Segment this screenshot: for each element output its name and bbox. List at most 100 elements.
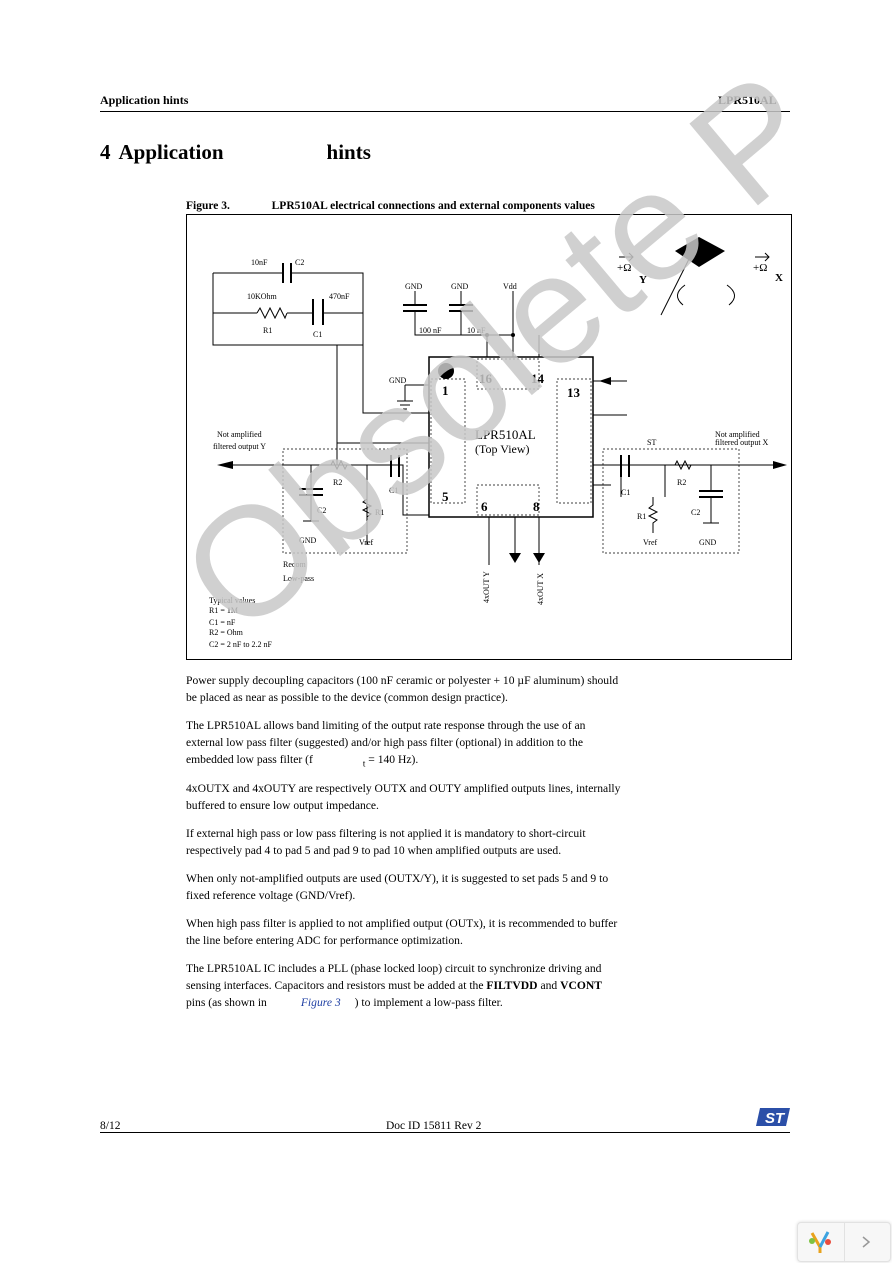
label-c2-name: C2	[295, 258, 304, 267]
out-x-2: filtered output X	[715, 438, 769, 447]
label-4xout-x: 4xOUT X	[536, 573, 545, 605]
label-vdd: Vdd	[503, 282, 517, 291]
p6-line1: When high pass filter is applied to not …	[186, 917, 618, 930]
rotation-arrows-icon	[619, 252, 770, 316]
pin-8: 8	[533, 499, 540, 514]
label-lowpass: Low-pass	[283, 574, 314, 583]
label-c1-left: C1	[389, 486, 398, 495]
paragraph-4xout: 4xOUTX and 4xOUTY are respectively OUTX …	[186, 780, 646, 814]
label-r1-name: R1	[263, 326, 272, 335]
p7-vcont: VCONT	[560, 979, 602, 992]
figure-box: 10nF C2 10KOhm 470nF R1 C1 GND GND Vdd 1…	[186, 214, 792, 660]
label-c2-left: C2	[317, 506, 326, 515]
label-typ4: R2 = Ohm	[209, 628, 244, 637]
p1-line1: Power supply decoupling capacitors (100 …	[186, 674, 619, 687]
p2-line2: external low pass filter (suggested) and…	[186, 736, 583, 749]
figure-caption: Figure 3. LPR510AL electrical connection…	[186, 200, 595, 212]
p7-and: and	[540, 979, 558, 992]
out-x-1: Not amplified	[715, 430, 760, 439]
label-c1-name: C1	[313, 330, 322, 339]
label-vref-left: Vref	[359, 538, 374, 547]
pin-14: 14	[531, 371, 545, 386]
figure-caption-text: LPR510AL electrical connections and exte…	[271, 200, 595, 212]
p3-line1: 4xOUTX and 4xOUTY are respectively OUTX …	[186, 782, 621, 795]
label-plus-omega-x: +Ω	[753, 262, 767, 274]
viewer-nav	[797, 1222, 891, 1262]
label-gnd-left: GND	[299, 536, 317, 545]
label-typ1: Typical values	[209, 596, 255, 605]
paragraph-filtering: If external high pass or low pass filter…	[186, 825, 646, 859]
p6-line2: the line before entering ADC for perform…	[186, 934, 463, 947]
label-vref-right: Vref	[643, 538, 658, 547]
app-logo-icon[interactable]	[806, 1229, 834, 1255]
header-rule	[100, 111, 790, 112]
p7-filtvdd: FILTVDD	[486, 979, 538, 992]
section-word2: hints	[326, 140, 371, 164]
label-r2-left: R2	[333, 478, 342, 487]
p4-line2: respectively pad 4 to pad 5 and pad 9 to…	[186, 844, 562, 857]
label-gnd-right: GND	[699, 538, 717, 547]
schematic-diagram: 10nF C2 10KOhm 470nF R1 C1 GND GND Vdd 1…	[209, 237, 787, 649]
paragraph-decoupling: Power supply decoupling capacitors (100 …	[186, 672, 646, 706]
p7-line3-pre: pins (as shown in	[186, 996, 267, 1009]
p2-line3-text: embedded low pass filter (f	[186, 753, 313, 766]
chip-name: LPR510AL	[475, 427, 536, 442]
label-typ3: C1 = nF	[209, 618, 236, 627]
p7-line1: The LPR510AL IC includes a PLL (phase lo…	[186, 962, 602, 975]
paragraph-band-limiting: The LPR510AL allows band limiting of the…	[186, 717, 646, 772]
p1-line2: be placed as near as possible to the dev…	[186, 691, 508, 704]
p2-line1: The LPR510AL allows band limiting of the…	[186, 719, 586, 732]
label-typ5: C2 = 2 nF to 2.2 nF	[209, 640, 273, 649]
label-cap-100: 100 nF	[419, 326, 442, 335]
label-r2-right: R2	[677, 478, 686, 487]
label-c2-right: C2	[691, 508, 700, 517]
header-left: Application hints	[100, 93, 189, 107]
pin-6: 6	[481, 499, 488, 514]
p3-line2: buffered to ensure low output impedance.	[186, 799, 379, 812]
section-title: 4 Application hints	[100, 140, 371, 165]
label-axis-y: Y	[639, 274, 647, 286]
footer-rule	[100, 1132, 790, 1133]
footer-doc: Doc ID 15811 Rev 2	[386, 1120, 482, 1132]
label-gnd-1: GND	[405, 282, 423, 291]
out-y-2: filtered output Y	[213, 442, 266, 451]
pin-16: 16	[479, 371, 493, 386]
label-cap-10: 10 nF	[467, 326, 486, 335]
header-right: LPR510AL	[718, 93, 777, 107]
figure-label: Figure 3.	[186, 200, 230, 212]
label-r1-right: R1	[637, 512, 646, 521]
label-c1-right: C1	[621, 488, 630, 497]
footer-page: 8/12	[100, 1120, 121, 1132]
label-c1-top: 470nF	[329, 292, 350, 301]
st-logo-text: ST	[765, 1110, 786, 1127]
st-logo: ST	[756, 1104, 792, 1135]
section-word1: Application	[118, 140, 224, 164]
pin-13: 13	[567, 385, 581, 400]
paragraph-pll: The LPR510AL IC includes a PLL (phase lo…	[186, 960, 646, 1011]
pin-1: 1	[442, 383, 449, 398]
label-4xout-y: 4xOUT Y	[482, 571, 491, 603]
figure-3-link[interactable]: Figure 3	[300, 996, 341, 1009]
p2-subscript: t	[362, 758, 366, 769]
chip-view: (Top View)	[475, 442, 530, 456]
label-typ2: R1 = 1M	[209, 606, 238, 615]
p7-line3-post: ) to implement a low-pass filter.	[354, 996, 503, 1009]
p5-line1: When only not-amplified outputs are used…	[186, 872, 609, 885]
paragraph-high-pass: When high pass filter is applied to not …	[186, 915, 646, 949]
label-st: ST	[647, 438, 656, 447]
p7-line2: sensing interfaces. Capacitors and resis…	[186, 977, 646, 994]
paragraph-not-amplified: When only not-amplified outputs are used…	[186, 870, 646, 904]
chevron-right-icon[interactable]	[860, 1235, 872, 1249]
label-gnd-2: GND	[451, 282, 469, 291]
p5-line2: fixed reference voltage (GND/Vref).	[186, 889, 356, 902]
label-gnd-pin1: GND	[389, 376, 407, 385]
p7-line3: pins (as shown in Figure 3 ) to implement …	[186, 994, 646, 1011]
p7-line2-text: sensing interfaces. Capacitors and resis…	[186, 979, 484, 992]
p4-line1: If external high pass or low pass filter…	[186, 827, 586, 840]
label-r1-top: 10KOhm	[247, 292, 278, 301]
label-plus-omega-y: +Ω	[617, 262, 631, 274]
label-axis-x: X	[775, 272, 783, 284]
section-number: 4	[100, 140, 111, 164]
label-c2-top: 10nF	[251, 258, 268, 267]
